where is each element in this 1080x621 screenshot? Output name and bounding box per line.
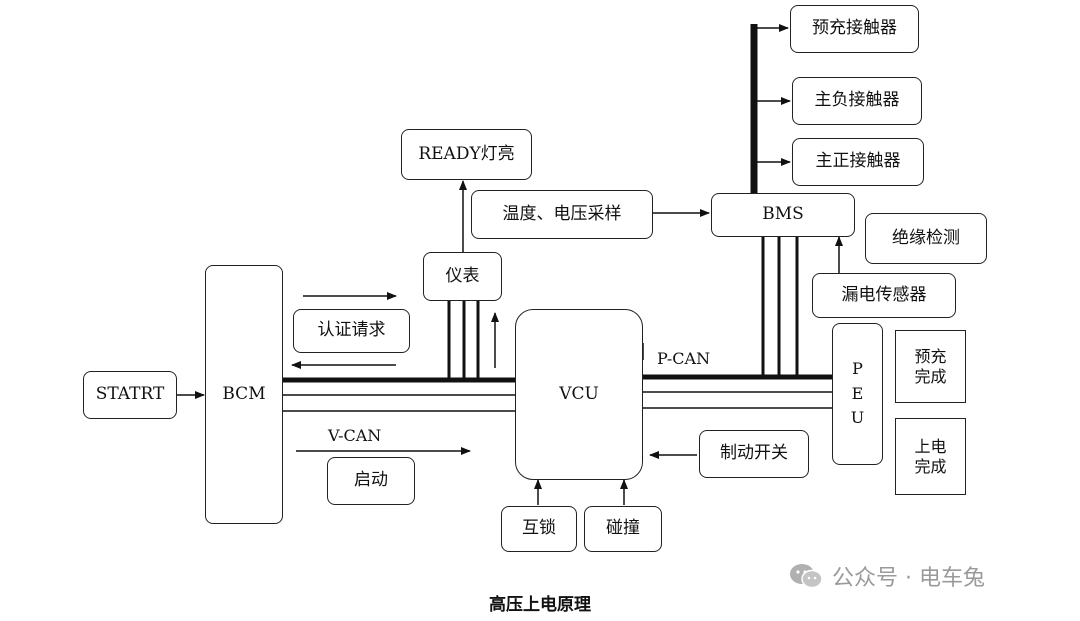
power-on-done-line2: 完成 <box>914 456 947 476</box>
collision-label: 碰撞 <box>606 518 640 539</box>
auth-request-label: 认证请求 <box>317 320 386 341</box>
watermark: 公众号 · 电车兔 <box>788 560 985 592</box>
meter-box: 仪表 <box>423 252 502 301</box>
vcan-label: V-CAN <box>328 426 382 445</box>
collision-box: 碰撞 <box>584 506 662 552</box>
brake-switch-box: 制动开关 <box>699 430 809 478</box>
vcu-box: VCU <box>515 309 643 480</box>
insulation-detection-box: 绝缘检测 <box>865 213 987 264</box>
meter-label: 仪表 <box>445 265 480 286</box>
watermark-text: 公众号 · 电车兔 <box>832 566 985 591</box>
power-on-done-line1: 上电 <box>914 436 947 456</box>
bcm-box: BCM <box>205 265 283 524</box>
ready-light-box: READY灯亮 <box>401 129 532 180</box>
wechat-logo-icon <box>788 562 824 590</box>
peu-letter-e: E <box>851 383 864 403</box>
brake-switch-label: 制动开关 <box>720 443 788 464</box>
bms-label: BMS <box>762 204 804 225</box>
main-positive-contactor-box: 主正接触器 <box>792 138 924 186</box>
insulation-detection-label: 绝缘检测 <box>892 227 960 248</box>
temp-voltage-sampling-label: 温度、电压采样 <box>502 203 622 224</box>
precharge-done-line2: 完成 <box>914 366 947 386</box>
precharge-contactor-box: 预充接触器 <box>790 5 919 53</box>
statrt-label: STATRT <box>95 384 165 405</box>
vcu-label: VCU <box>559 383 599 404</box>
main-negative-contactor-label: 主负接触器 <box>814 90 900 111</box>
leakage-sensor-label: 漏电传感器 <box>841 284 927 305</box>
start-box: 启动 <box>327 457 415 505</box>
leakage-sensor-box: 漏电传感器 <box>812 273 956 318</box>
peu-box: P E U <box>832 323 883 465</box>
power-on-done-box: 上电 完成 <box>895 418 966 495</box>
auth-request-box: 认证请求 <box>293 309 410 353</box>
start-label: 启动 <box>354 470 388 491</box>
main-positive-contactor-label: 主正接触器 <box>815 151 901 172</box>
bcm-label: BCM <box>222 383 266 404</box>
peu-letter-u: U <box>850 408 865 428</box>
statrt-box: STATRT <box>83 371 177 419</box>
pcan-label: P-CAN <box>657 349 711 368</box>
ready-light-label: READY灯亮 <box>418 143 515 164</box>
diagram-caption: 高压上电原理 <box>489 595 591 615</box>
interlock-label: 互锁 <box>522 518 556 539</box>
interlock-box: 互锁 <box>501 506 577 552</box>
precharge-done-box: 预充 完成 <box>895 330 966 403</box>
precharge-done-line1: 预充 <box>914 346 947 366</box>
precharge-contactor-label: 预充接触器 <box>812 18 897 39</box>
main-negative-contactor-box: 主负接触器 <box>792 77 922 125</box>
bms-box: BMS <box>711 193 855 237</box>
peu-letter-p: P <box>852 358 863 378</box>
temp-voltage-sampling-box: 温度、电压采样 <box>471 190 653 239</box>
